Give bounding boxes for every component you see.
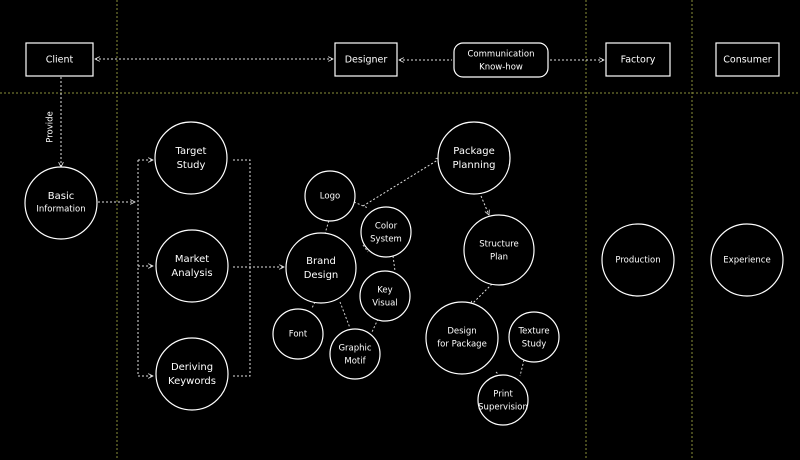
svg-text:Study: Study xyxy=(522,340,547,350)
node-basic-information: Basic Information xyxy=(24,166,98,240)
svg-text:Plan: Plan xyxy=(490,253,508,263)
node-font: Font xyxy=(272,308,324,360)
svg-text:Color: Color xyxy=(375,222,398,232)
svg-text:Client: Client xyxy=(46,55,74,66)
svg-text:Structure: Structure xyxy=(479,240,519,250)
node-market-analysis: Market Analysis xyxy=(155,229,229,303)
svg-text:Planning: Planning xyxy=(452,160,495,171)
svg-text:Font: Font xyxy=(289,330,308,340)
node-structure-plan: Structure Plan xyxy=(463,214,535,286)
svg-text:Designer: Designer xyxy=(345,55,388,66)
svg-text:Target: Target xyxy=(175,146,207,157)
svg-text:Brand: Brand xyxy=(306,256,336,267)
header-arrows xyxy=(95,59,604,60)
node-key-visual: Key Visual xyxy=(359,270,411,322)
svg-text:Analysis: Analysis xyxy=(171,268,212,279)
svg-text:Package: Package xyxy=(453,146,494,157)
node-experience: Experience xyxy=(710,223,784,297)
svg-text:Basic: Basic xyxy=(48,191,74,202)
svg-text:Know-how: Know-how xyxy=(479,63,523,73)
svg-text:Production: Production xyxy=(615,256,660,266)
header-designer: Designer xyxy=(334,42,398,77)
svg-text:Motif: Motif xyxy=(344,357,366,367)
svg-text:Print: Print xyxy=(493,390,513,400)
header-communication: Communication Know-how xyxy=(453,42,549,78)
header-factory: Factory xyxy=(605,42,671,77)
svg-text:for Package: for Package xyxy=(437,340,487,350)
svg-text:Visual: Visual xyxy=(372,299,397,309)
svg-text:Graphic: Graphic xyxy=(338,344,371,354)
svg-text:System: System xyxy=(370,235,402,245)
svg-text:Factory: Factory xyxy=(621,55,656,66)
node-brand-design: Brand Design xyxy=(285,232,357,304)
svg-text:Market: Market xyxy=(175,254,209,265)
svg-text:Consumer: Consumer xyxy=(723,55,772,66)
research-bracket xyxy=(98,160,284,376)
svg-text:Information: Information xyxy=(36,205,85,215)
svg-text:Logo: Logo xyxy=(320,192,340,202)
node-graphic-motif: Graphic Motif xyxy=(329,328,381,380)
node-deriving-keywords: Deriving Keywords xyxy=(155,337,229,411)
svg-text:Study: Study xyxy=(177,160,206,171)
node-color-system: Color System xyxy=(360,206,412,258)
node-target-study: Target Study xyxy=(154,121,228,195)
node-logo: Logo xyxy=(304,170,356,222)
header-client: Client xyxy=(25,42,94,77)
svg-text:Deriving: Deriving xyxy=(171,362,213,373)
svg-text:Provide: Provide xyxy=(46,111,56,143)
node-print-supervision: Print Supervision xyxy=(477,374,529,426)
svg-text:Design: Design xyxy=(304,270,339,281)
node-texture-study: Texture Study xyxy=(508,311,560,363)
node-design-for-package: Design for Package xyxy=(425,301,499,375)
provide-arrow: Provide xyxy=(46,77,62,167)
svg-text:Key: Key xyxy=(377,286,392,296)
svg-text:Experience: Experience xyxy=(723,256,770,266)
svg-text:Texture: Texture xyxy=(517,327,549,337)
node-production: Production xyxy=(601,223,675,297)
node-package-planning: Package Planning xyxy=(437,121,511,195)
svg-text:Supervision: Supervision xyxy=(478,403,528,413)
svg-text:Design: Design xyxy=(447,327,476,337)
svg-text:Keywords: Keywords xyxy=(168,376,216,387)
header-consumer: Consumer xyxy=(715,42,780,77)
svg-text:Communication: Communication xyxy=(468,50,535,60)
